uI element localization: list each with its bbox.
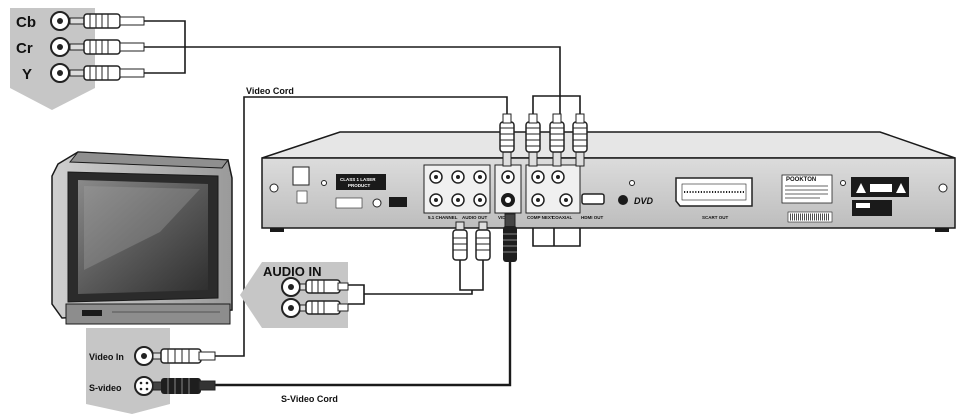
video-cord-label: Video Cord: [246, 86, 294, 96]
dvd-logo: DVD: [634, 196, 654, 206]
video-out-block: VIDEO: [494, 164, 522, 220]
label-y: Y: [22, 66, 32, 83]
jack-cb[interactable]: [50, 11, 70, 31]
component-cable-bundle: [144, 20, 581, 247]
svideo-label: S-video: [89, 383, 122, 393]
player-bottom-plugs: [452, 213, 517, 262]
label-comp-next: COMP NEXT: [527, 215, 554, 220]
rca-plug-audio-in-l: [299, 279, 349, 294]
player-top-plugs: [499, 113, 588, 167]
svg-text:PRODUCT: PRODUCT: [348, 183, 371, 188]
rca-plug-audio-r: [475, 221, 491, 261]
jack-svideo-in[interactable]: [134, 376, 154, 396]
player-top: [261, 131, 956, 159]
tv-input-panel-bg: [86, 328, 170, 414]
label-scart: SCART OUT: [702, 215, 728, 220]
optical-port: [618, 195, 628, 205]
brand-name: POOKTON: [786, 177, 816, 183]
svideo-plug-player: [503, 213, 517, 262]
component-out-block: COMP NEXT COAXIAL: [525, 164, 581, 220]
video-cord: Video Cord: [214, 86, 508, 357]
rca-plug-video-in: [152, 348, 216, 364]
player-back-panel: [261, 157, 956, 229]
audio-in-panel: AUDIO IN: [240, 262, 349, 328]
jack-cr[interactable]: [50, 37, 70, 57]
video-in-label: Video In: [89, 352, 124, 362]
tv-input-panel: Video In S-video: [86, 328, 216, 414]
component-plugs: [69, 13, 145, 81]
rca-plug-comp-2: [549, 113, 565, 167]
label-cr: Cr: [16, 40, 33, 57]
component-input-panel: Cb Cr Y: [10, 8, 95, 110]
rca-plug-cr: [69, 39, 145, 55]
component-panel-bg: [10, 8, 95, 110]
rca-plug-y: [69, 65, 145, 81]
label-audio-out: AUDIO OUT: [462, 215, 488, 220]
svideo-cord-label: S-Video Cord: [281, 394, 338, 404]
brand-label: POOKTON: [781, 174, 833, 223]
tv-screen: [78, 180, 208, 294]
television: [51, 151, 233, 325]
hdmi-port: HDMI OUT: [581, 193, 605, 220]
audio-out-block: 5.1 CHANNEL AUDIO OUT: [423, 164, 491, 220]
jack-audio-in-l[interactable]: [281, 277, 301, 297]
warning-label: [851, 177, 909, 216]
rca-plug-video-top: [499, 113, 515, 167]
rca-plug-comp-3: [572, 113, 588, 167]
rca-plug-audio-l: [452, 221, 468, 261]
scart-port: SCART OUT: [675, 177, 753, 220]
rca-plug-audio-in-r: [299, 300, 349, 315]
jack-audio-in-r[interactable]: [281, 298, 301, 318]
power-socket: [292, 166, 310, 186]
audio-in-title: AUDIO IN: [263, 264, 322, 279]
jack-y[interactable]: [50, 63, 70, 83]
laser-label: CLASS 1 LASER PRODUCT: [336, 174, 386, 190]
svideo-plug-tv: [152, 378, 216, 394]
jack-video-in[interactable]: [134, 346, 154, 366]
label-cb: Cb: [16, 14, 36, 31]
label-hdmi: HDMI OUT: [581, 215, 603, 220]
svg-text:CLASS 1 LASER: CLASS 1 LASER: [340, 177, 376, 182]
svideo-cord: S-Video Cord: [214, 262, 512, 404]
dvd-player: CLASS 1 LASER PRODUCT 5.1 CHANNEL AUDIO …: [261, 131, 956, 232]
audio-cable: [348, 258, 484, 305]
label-5-1-channel: 5.1 CHANNEL: [428, 215, 458, 220]
rca-plug-comp-1: [525, 113, 541, 167]
label-coaxial: COAXIAL: [552, 215, 573, 220]
